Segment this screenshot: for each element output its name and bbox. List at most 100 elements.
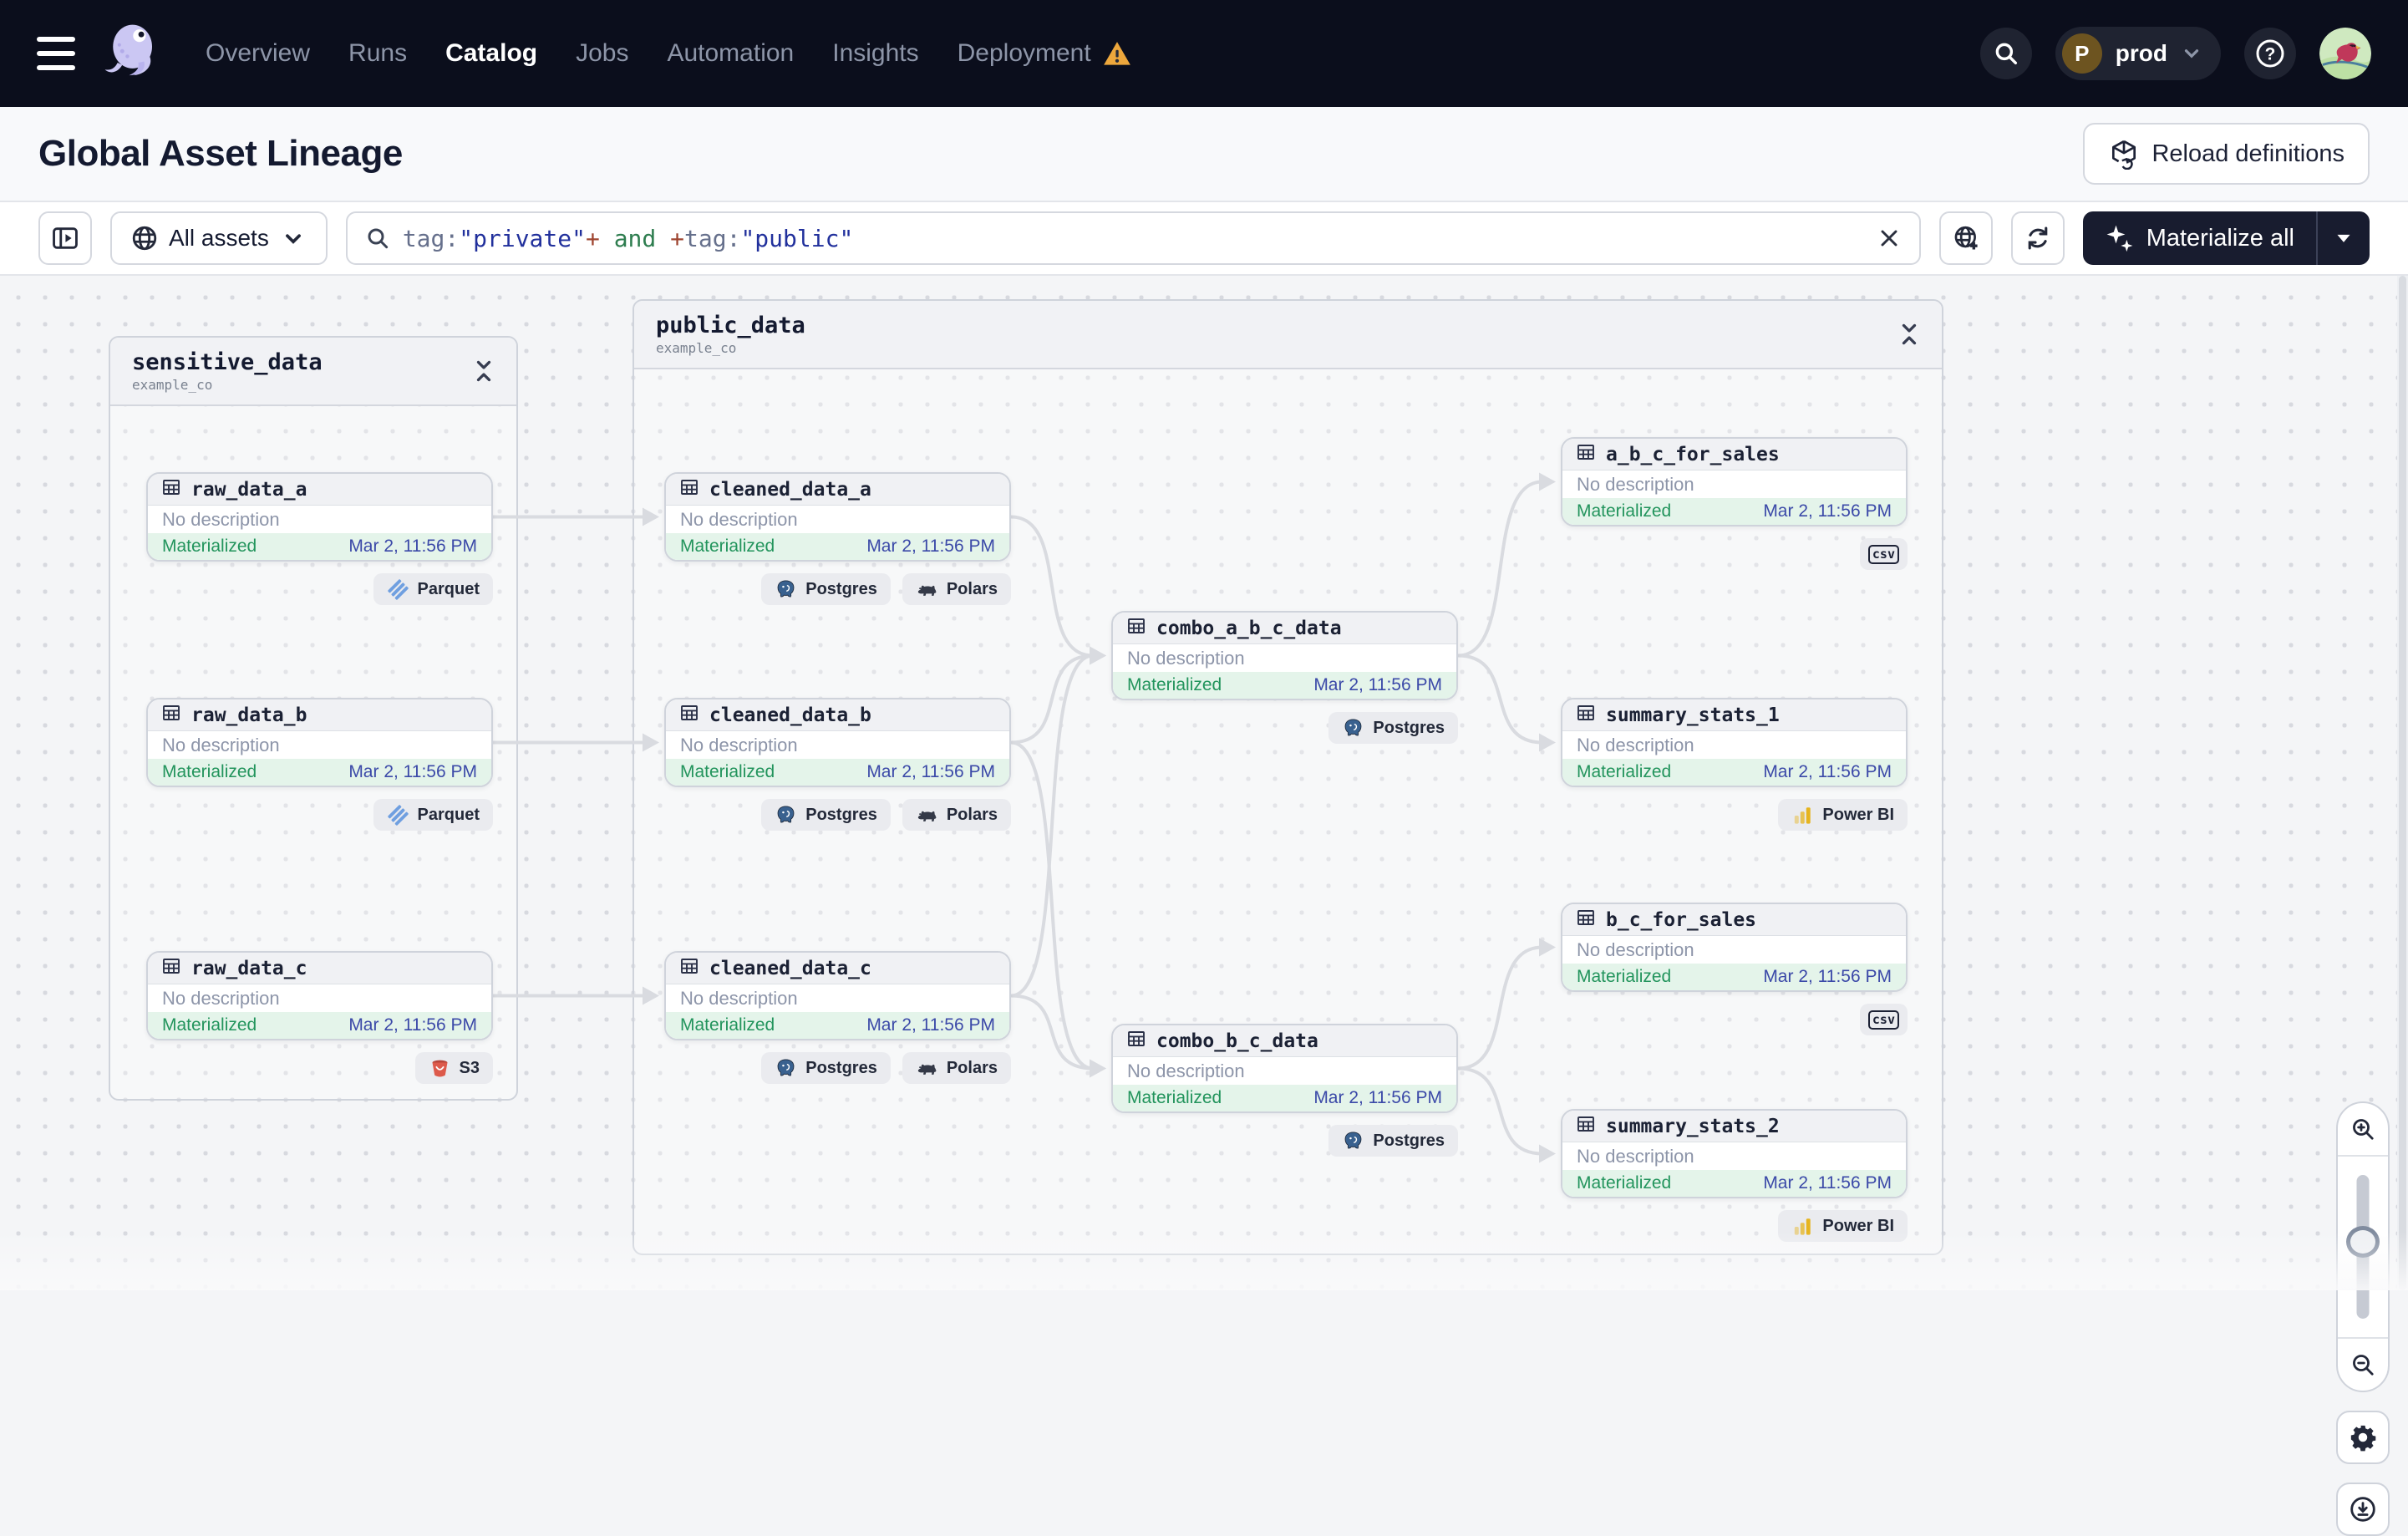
materialize-all-button[interactable]: Materialize all [2083, 211, 2316, 265]
materialization-timestamp[interactable]: Mar 2, 11:56 PM [1763, 1173, 1892, 1193]
tag-parquet[interactable]: Parquet [373, 799, 493, 831]
tag-polars[interactable]: Polars [902, 573, 1011, 605]
menu-icon[interactable] [37, 37, 75, 70]
asset-node-raw_data_b[interactable]: raw_data_b No description Materialized M… [146, 698, 493, 787]
nav-item-overview[interactable]: Overview [206, 39, 310, 68]
zoom-slider-knob[interactable] [2346, 1226, 2380, 1258]
svg-text:?: ? [2265, 44, 2276, 64]
asset-tag-row: csv [1561, 538, 1908, 570]
materialization-timestamp[interactable]: Mar 2, 11:56 PM [866, 1015, 995, 1035]
asset-node-header: combo_a_b_c_data [1113, 613, 1456, 644]
collapse-group-button[interactable] [473, 359, 495, 384]
lineage-canvas[interactable]: sensitive_data example_co public_data ex… [0, 276, 2408, 1290]
scrollbar-thumb[interactable] [2399, 276, 2406, 1290]
asset-name: b_c_for_sales [1606, 909, 1756, 931]
nav-item-label: Overview [206, 39, 310, 68]
asset-node-cleaned_data_b[interactable]: cleaned_data_b No description Materializ… [664, 698, 1011, 787]
materialization-timestamp[interactable]: Mar 2, 11:56 PM [1763, 501, 1892, 521]
zoom-slider[interactable] [2338, 1157, 2388, 1337]
nav-item-catalog[interactable]: Catalog [445, 39, 537, 68]
tag-postgres[interactable]: Postgres [1328, 712, 1458, 744]
table-icon [161, 477, 181, 501]
power-bi-icon [1791, 804, 1814, 826]
tag-polars[interactable]: Polars [902, 1052, 1011, 1084]
asset-node-cleaned_data_c[interactable]: cleaned_data_c No description Materializ… [664, 951, 1011, 1040]
tag-label: Power BI [1822, 1217, 1894, 1236]
asset-tag-row: Parquet [146, 573, 493, 605]
asset-node-b_c_for_sales[interactable]: b_c_for_sales No description Materialize… [1561, 903, 1908, 992]
materialization-timestamp[interactable]: Mar 2, 11:56 PM [866, 762, 995, 782]
tag-label: Polars [947, 580, 998, 599]
materialization-timestamp[interactable]: Mar 2, 11:56 PM [1763, 967, 1892, 987]
search-token-op: + [670, 225, 684, 252]
graph-settings-button[interactable] [2336, 1411, 2390, 1464]
global-search-button[interactable] [1980, 28, 2032, 79]
clear-search-button[interactable] [1876, 225, 1903, 252]
collapse-group-button[interactable] [1898, 322, 1920, 347]
asset-description: No description [1562, 1142, 1906, 1170]
help-button[interactable]: ? [2244, 28, 2296, 79]
user-avatar[interactable] [2319, 28, 2371, 79]
tag-csv[interactable]: csv [1860, 1004, 1908, 1035]
asset-node-a_b_c_for_sales[interactable]: a_b_c_for_sales No description Materiali… [1561, 437, 1908, 526]
nav-item-insights[interactable]: Insights [832, 39, 918, 68]
asset-description: No description [1562, 936, 1906, 964]
dagster-logo-icon[interactable] [97, 15, 170, 92]
tag-label: Postgres [805, 580, 877, 599]
nav-item-deployment[interactable]: Deployment [958, 39, 1131, 68]
reload-definitions-button[interactable]: Reload definitions [2083, 123, 2370, 185]
nav-item-label: Automation [667, 39, 794, 68]
status-badge: Materialized [162, 762, 257, 782]
tag-postgres[interactable]: Postgres [761, 1052, 891, 1084]
asset-search-input[interactable]: tag:"private"+ and +tag:"public" [346, 211, 1921, 265]
toggle-left-panel-button[interactable] [38, 211, 92, 265]
tag-csv[interactable]: csv [1860, 538, 1908, 570]
materialization-timestamp[interactable]: Mar 2, 11:56 PM [866, 537, 995, 557]
tag-postgres[interactable]: Postgres [1328, 1125, 1458, 1157]
asset-description: No description [148, 984, 491, 1012]
asset-node-raw_data_a[interactable]: raw_data_a No description Materialized M… [146, 472, 493, 562]
tag-power-bi[interactable]: Power BI [1778, 1210, 1908, 1242]
deployment-switcher[interactable]: P prod [2055, 27, 2221, 80]
materialization-timestamp[interactable]: Mar 2, 11:56 PM [1313, 1088, 1442, 1108]
materialization-timestamp[interactable]: Mar 2, 11:56 PM [1313, 675, 1442, 695]
materialization-timestamp[interactable]: Mar 2, 11:56 PM [1763, 762, 1892, 782]
asset-description: No description [1562, 470, 1906, 498]
group-header[interactable]: public_data example_co [634, 301, 1942, 369]
refresh-button[interactable] [2011, 211, 2065, 265]
tag-s3[interactable]: S3 [415, 1052, 493, 1084]
asset-tag-row: csv [1561, 1004, 1908, 1035]
tag-label: Polars [947, 1059, 998, 1078]
materialize-options-button[interactable] [2316, 211, 2370, 265]
tag-postgres[interactable]: Postgres [761, 573, 891, 605]
polars-icon [916, 804, 938, 826]
asset-node-summary_stats_1[interactable]: summary_stats_1 No description Materiali… [1561, 698, 1908, 787]
canvas-scrollbar[interactable] [2397, 276, 2408, 1290]
zoom-out-button[interactable] [2338, 1337, 2388, 1391]
asset-node-summary_stats_2[interactable]: summary_stats_2 No description Materiali… [1561, 1109, 1908, 1198]
zoom-in-button[interactable] [2338, 1103, 2388, 1157]
materialization-timestamp[interactable]: Mar 2, 11:56 PM [348, 1015, 477, 1035]
asset-node-combo_b_c_data[interactable]: combo_b_c_data No description Materializ… [1111, 1024, 1458, 1113]
group-header[interactable]: sensitive_data example_co [110, 338, 516, 406]
download-image-button[interactable] [2336, 1483, 2390, 1536]
new-asset-group-button[interactable] [1939, 211, 1993, 265]
asset-node-combo_a_b_c_data[interactable]: combo_a_b_c_data No description Material… [1111, 611, 1458, 700]
nav-item-automation[interactable]: Automation [667, 39, 794, 68]
deployment-avatar: P [2062, 33, 2102, 74]
tag-polars[interactable]: Polars [902, 799, 1011, 831]
status-badge: Materialized [1577, 967, 1671, 987]
asset-node-cleaned_data_a[interactable]: cleaned_data_a No description Materializ… [664, 472, 1011, 562]
asset-filter-dropdown[interactable]: All assets [110, 211, 328, 265]
asset-status-row: Materialized Mar 2, 11:56 PM [1113, 672, 1456, 699]
asset-node-raw_data_c[interactable]: raw_data_c No description Materialized M… [146, 951, 493, 1040]
nav-item-runs[interactable]: Runs [348, 39, 407, 68]
tag-power-bi[interactable]: Power BI [1778, 799, 1908, 831]
tag-postgres[interactable]: Postgres [761, 799, 891, 831]
tag-label: Postgres [805, 1059, 877, 1078]
asset-description: No description [666, 731, 1009, 759]
materialization-timestamp[interactable]: Mar 2, 11:56 PM [348, 762, 477, 782]
nav-item-jobs[interactable]: Jobs [576, 39, 628, 68]
tag-parquet[interactable]: Parquet [373, 573, 493, 605]
materialization-timestamp[interactable]: Mar 2, 11:56 PM [348, 537, 477, 557]
